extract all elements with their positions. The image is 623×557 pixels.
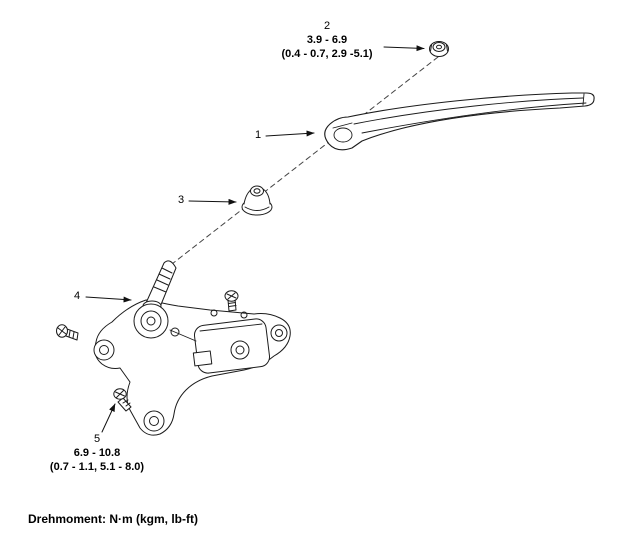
leader-to-bolt	[101, 403, 116, 433]
callout-5-torque-value: 6.9 - 10.8	[73, 447, 121, 459]
leader-to-motor	[85, 296, 132, 303]
pivot-nut-illustration	[429, 41, 449, 57]
callout-4-number: 4	[73, 290, 81, 302]
callout-2-torque-alt-units: (0.4 - 0.7, 2.9 -5.1)	[281, 48, 373, 60]
pivot-cap-illustration	[241, 185, 273, 216]
callout-5-number: 5	[93, 433, 101, 445]
callout-leader-lines	[85, 45, 425, 433]
mounting-bolt-illustration-lower	[113, 388, 132, 412]
leader-to-arm	[265, 130, 315, 137]
torque-unit-legend: Drehmoment: N·m (kgm, lb-ft)	[28, 512, 198, 526]
mounting-bolt-illustration-top	[224, 290, 239, 312]
callout-2-number: 2	[323, 20, 331, 32]
callout-5-torque-alt-units: (0.7 - 1.1, 5.1 - 8.0)	[49, 461, 145, 473]
assembly-axis-dashed-line	[171, 56, 439, 265]
leader-to-nut	[383, 45, 425, 52]
wiper-motor-assembly-illustration	[93, 260, 291, 436]
wiper-arm-illustration	[324, 92, 595, 151]
callout-3-number: 3	[177, 194, 185, 206]
callout-1-number: 1	[254, 129, 262, 141]
callout-2-torque-value: 3.9 - 6.9	[306, 34, 348, 46]
mounting-bolt-illustration-left	[56, 324, 79, 341]
leader-to-cap	[188, 198, 237, 205]
